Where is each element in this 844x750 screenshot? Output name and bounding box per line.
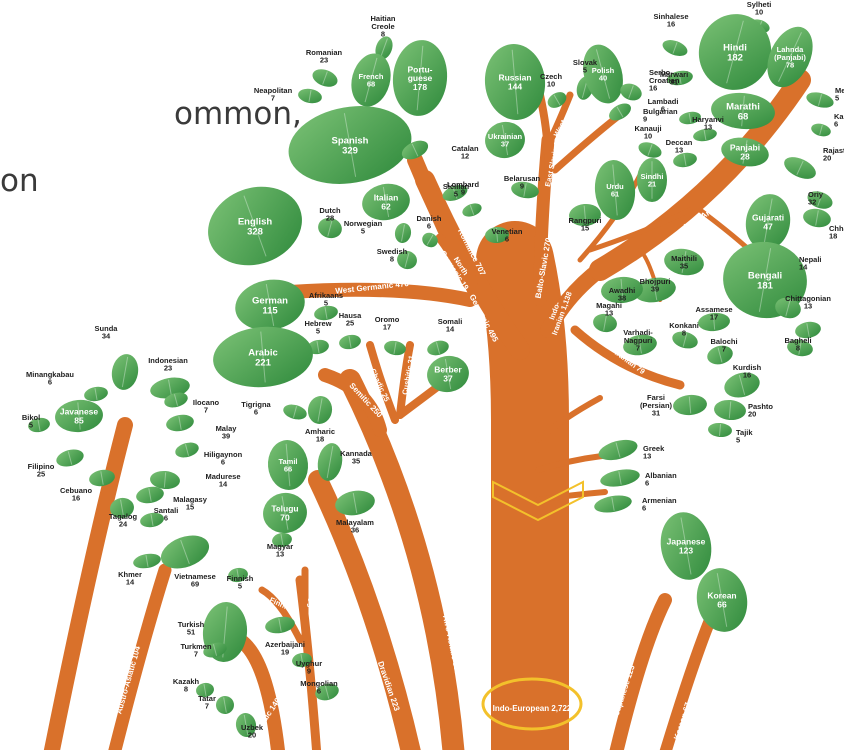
branch-label-cushitic: Cushitic 31 — [400, 355, 416, 396]
leaf-label-tigrigna: Tigrigna6 — [241, 400, 271, 417]
leaf-label-farsi: Farsi(Persian)31 — [640, 393, 673, 417]
leaf-label-tagalog: Tagalog24 — [109, 512, 138, 529]
leaf-label-deccan: Deccan13 — [666, 138, 693, 155]
leaf-label-ilocano: Ilocano7 — [193, 398, 220, 415]
leaf-label-filipino: Filipino25 — [28, 462, 55, 479]
leaf-label-minangkabau: Minangkabau6 — [26, 370, 74, 387]
leaf-label-kashmiri: Kashmir6 — [834, 112, 844, 129]
branch-korean-branch — [660, 620, 710, 750]
leaf-label-afrikaans: Afrikaans5 — [309, 291, 343, 308]
leaf-label-sunda: Sunda34 — [95, 324, 119, 341]
leaf-label-kannada: Kannada35 — [340, 449, 373, 466]
leaf-label-tajik: Tajik5 — [736, 428, 753, 445]
leaf-label-rangpuri: Rangpuri15 — [569, 216, 602, 233]
branch-label-indo-european: Indo-European 2,722 — [493, 704, 572, 713]
leaf-label-hebrew: Hebrew5 — [304, 319, 331, 336]
leaf-label-hausa: Hausa25 — [339, 311, 362, 328]
leaf-label-somali: Somali14 — [438, 317, 463, 334]
leaf-label-armenian: Armenian6 — [642, 496, 677, 513]
leaf-label-albanian: Albanian6 — [645, 471, 677, 488]
leaf-label-mewati: Mewat5 — [835, 86, 844, 103]
leaf-label-greek: Greek13 — [643, 444, 665, 461]
leaf-label-finnish: Finnish5 — [227, 574, 254, 591]
leaf-label-uzbek: Uzbek20 — [241, 723, 264, 740]
leaf-label-kazakh: Kazakh8 — [173, 677, 200, 694]
leaf-label-rajasthani: Rajasthan20 — [823, 146, 844, 163]
leaf-label-norwegian: Norwegian5 — [344, 219, 383, 236]
leaf-label-haitian-creole: HaitianCreole8 — [370, 14, 395, 38]
leaf-label-oromo: Oromo17 — [375, 315, 400, 332]
leaf-label-pashto: Pashto20 — [748, 402, 773, 419]
leaf-label-turkish: Turkish51 — [178, 620, 205, 637]
leaf-label-haryanvi: Haryanvi13 — [692, 115, 724, 132]
leaf-label-magyar: Magyar13 — [267, 542, 293, 559]
leaf-label-nepali: Nepali14 — [799, 255, 822, 272]
leaf-label-chhattisgarhi: Chhattisgarh18 — [829, 224, 844, 241]
branch-japanese-branch — [612, 600, 665, 750]
leaf-label-malagasy: Malagasy15 — [173, 495, 208, 512]
leaf-label-amharic: Amharic18 — [305, 427, 335, 444]
leaf-label-hiligaynon: Hiligaynon6 — [204, 450, 243, 467]
leaf-label-catalan: Catalan12 — [451, 144, 479, 161]
